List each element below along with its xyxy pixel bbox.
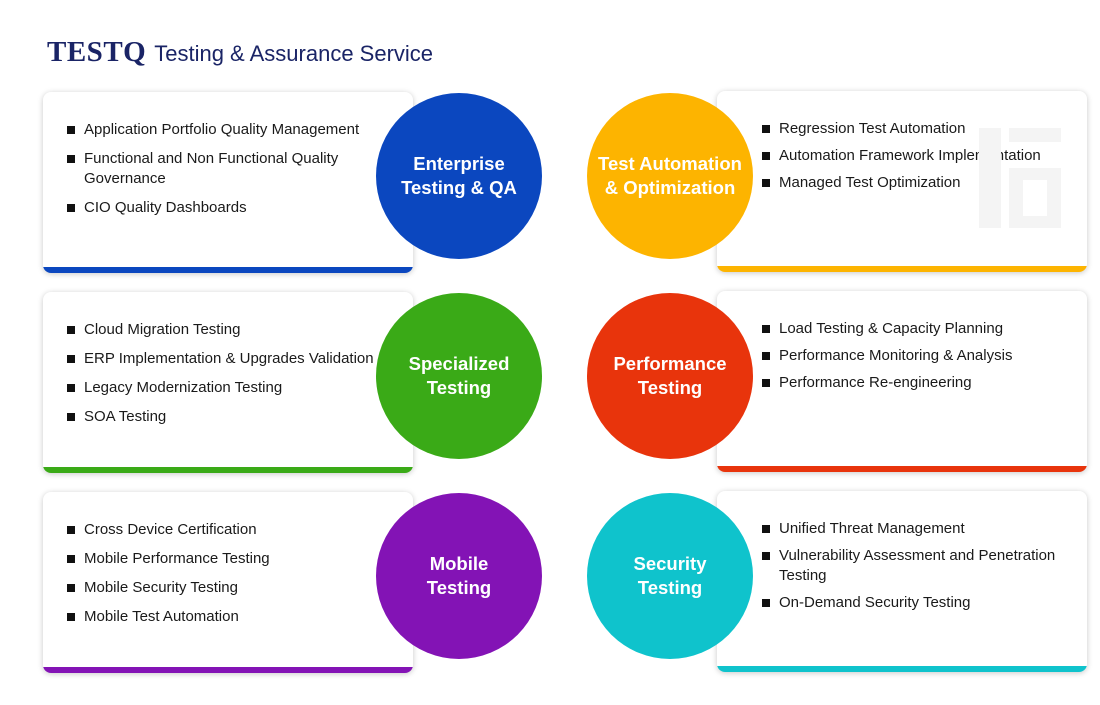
card-test-automation: Regression Test Automation Automation Fr… [717,91,1087,272]
service-list: Cloud Migration Testing ERP Implementati… [67,320,387,436]
circle-performance-testing: Performance Testing [587,293,753,459]
service-list: Regression Test Automation Automation Fr… [762,119,1082,200]
card-mobile-testing: Cross Device Certification Mobile Perfor… [43,492,413,673]
service-list: Cross Device Certification Mobile Perfor… [67,520,387,636]
card-specialized-testing: Cloud Migration Testing ERP Implementati… [43,292,413,473]
list-item: Legacy Modernization Testing [67,378,387,398]
list-item: SOA Testing [67,407,387,427]
list-item: Performance Monitoring & Analysis [762,346,1082,366]
service-list: Application Portfolio Quality Management… [67,120,387,227]
service-title: Mobile Testing [426,553,492,598]
brand-logo: TESTQ [47,36,147,68]
service-title: Specialized Testing [408,353,510,398]
service-list: Unified Threat Management Vulnerability … [762,519,1082,620]
list-item: Cloud Migration Testing [67,320,387,340]
service-title: Security Testing [633,553,707,598]
list-item: Managed Test Optimization [762,173,1082,193]
card-security-testing: Unified Threat Management Vulnerability … [717,491,1087,672]
list-item: Functional and Non Functional Quality Go… [67,149,387,189]
list-item: Unified Threat Management [762,519,1082,539]
card-accent-bar [717,466,1087,472]
list-item: Cross Device Certification [67,520,387,540]
list-item: Load Testing & Capacity Planning [762,319,1082,339]
service-title: Performance Testing [613,353,727,398]
list-item: Automation Framework Implementation [762,146,1082,166]
list-item: Mobile Performance Testing [67,549,387,569]
card-enterprise-testing: Application Portfolio Quality Management… [43,92,413,273]
list-item: Mobile Test Automation [67,607,387,627]
circle-enterprise-testing: Enterprise Testing & QA [376,93,542,259]
card-accent-bar [717,666,1087,672]
card-accent-bar [43,467,413,473]
circle-specialized-testing: Specialized Testing [376,293,542,459]
service-title: Test Automation & Optimization [598,153,742,198]
list-item: Mobile Security Testing [67,578,387,598]
list-item: Vulnerability Assessment and Penetration… [762,546,1082,586]
page-title: Testing & Assurance Service [154,41,434,66]
service-list: Load Testing & Capacity Planning Perform… [762,319,1082,400]
list-item: ERP Implementation & Upgrades Validation [67,349,387,369]
service-title: Enterprise Testing & QA [401,153,517,198]
circle-security-testing: Security Testing [587,493,753,659]
list-item: Application Portfolio Quality Management [67,120,387,140]
circle-test-automation: Test Automation & Optimization [587,93,753,259]
card-accent-bar [43,667,413,673]
watermark-logo [979,128,1061,228]
list-item: On-Demand Security Testing [762,593,1082,613]
page-header: TESTQ Testing & Assurance Service [47,36,433,69]
list-item: Performance Re-engineering [762,373,1082,393]
list-item: Regression Test Automation [762,119,1082,139]
circle-mobile-testing: Mobile Testing [376,493,542,659]
list-item: CIO Quality Dashboards [67,198,387,218]
card-accent-bar [43,267,413,273]
card-accent-bar [717,266,1087,272]
card-performance-testing: Load Testing & Capacity Planning Perform… [717,291,1087,472]
